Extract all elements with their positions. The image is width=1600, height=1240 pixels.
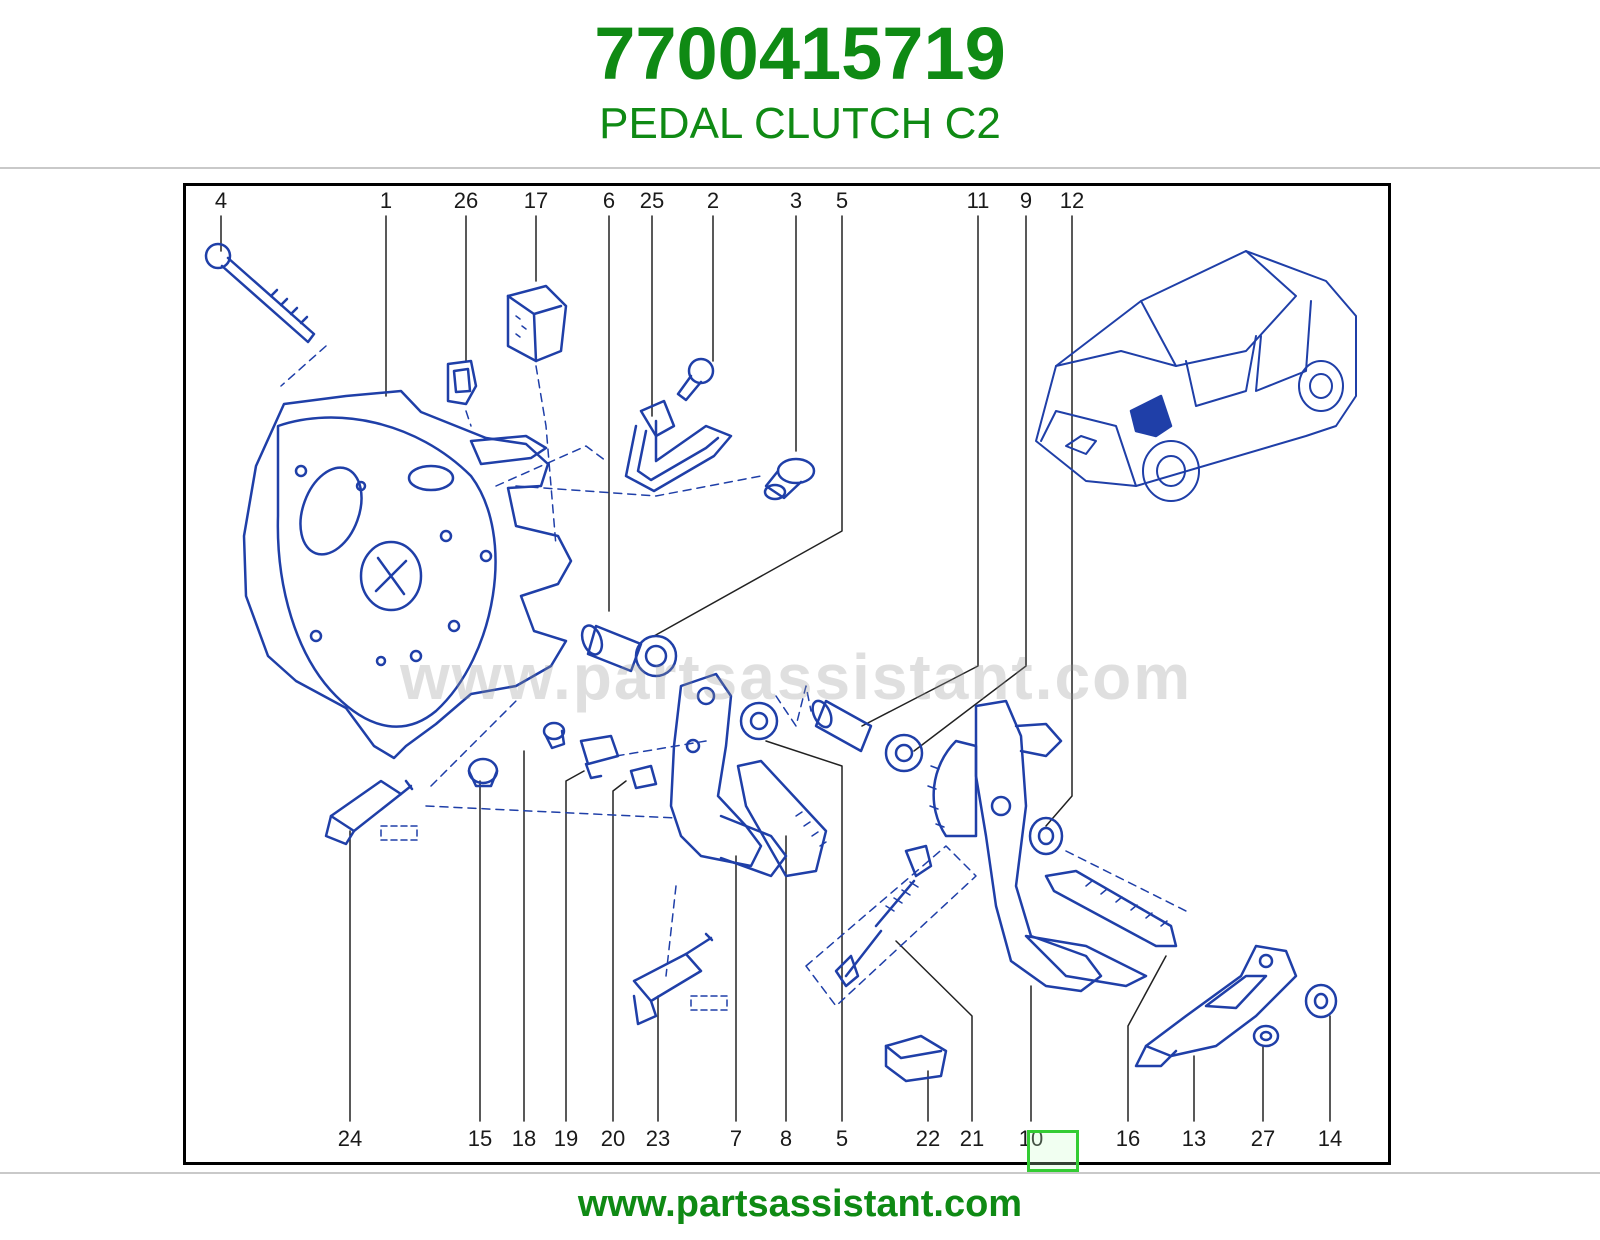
callout-18[interactable]: 18	[511, 1126, 537, 1151]
highlighted-callout-box	[1027, 1130, 1079, 1172]
callout-6[interactable]: 6	[602, 188, 616, 213]
callout-11[interactable]: 11	[966, 188, 990, 213]
callout-4[interactable]: 4	[214, 188, 228, 213]
diagram-frame: 4 1 26 17 6 25 2 3 5 11 9 12 24 15 18 19…	[183, 183, 1391, 1165]
callout-19[interactable]: 19	[553, 1126, 579, 1151]
callout-1[interactable]: 1	[379, 188, 393, 213]
callout-3[interactable]: 3	[789, 188, 803, 213]
callout-25[interactable]: 25	[639, 188, 665, 213]
callout-9[interactable]: 9	[1019, 188, 1033, 213]
callout-14[interactable]: 14	[1317, 1126, 1343, 1151]
callout-2[interactable]: 2	[706, 188, 720, 213]
callout-20[interactable]: 20	[600, 1126, 626, 1151]
callout-23[interactable]: 23	[645, 1126, 671, 1151]
callout-24[interactable]: 24	[337, 1126, 363, 1151]
callout-27[interactable]: 27	[1250, 1126, 1276, 1151]
callout-5-bottom[interactable]: 5	[835, 1126, 849, 1151]
footer-url-link[interactable]: www.partsassistant.com	[577, 1183, 1023, 1225]
callout-21[interactable]: 21	[959, 1126, 985, 1151]
part-number-title: 7700415719	[594, 12, 1006, 95]
callout-13[interactable]: 13	[1181, 1126, 1207, 1151]
callout-8[interactable]: 8	[779, 1126, 793, 1151]
footer-divider	[0, 1172, 1600, 1174]
callout-7[interactable]: 7	[729, 1126, 743, 1151]
callout-17[interactable]: 17	[523, 188, 549, 213]
watermark: www.partsassistant.com	[400, 641, 1193, 713]
callout-12[interactable]: 12	[1059, 188, 1085, 213]
callout-16[interactable]: 16	[1115, 1126, 1141, 1151]
callout-26[interactable]: 26	[453, 188, 479, 213]
callout-15[interactable]: 15	[467, 1126, 493, 1151]
exploded-diagram	[204, 215, 1357, 1122]
callout-5-top[interactable]: 5	[835, 188, 849, 213]
callout-22[interactable]: 22	[915, 1126, 941, 1151]
header-divider	[0, 167, 1600, 169]
part-name-subtitle: PEDAL CLUTCH C2	[599, 99, 1001, 148]
